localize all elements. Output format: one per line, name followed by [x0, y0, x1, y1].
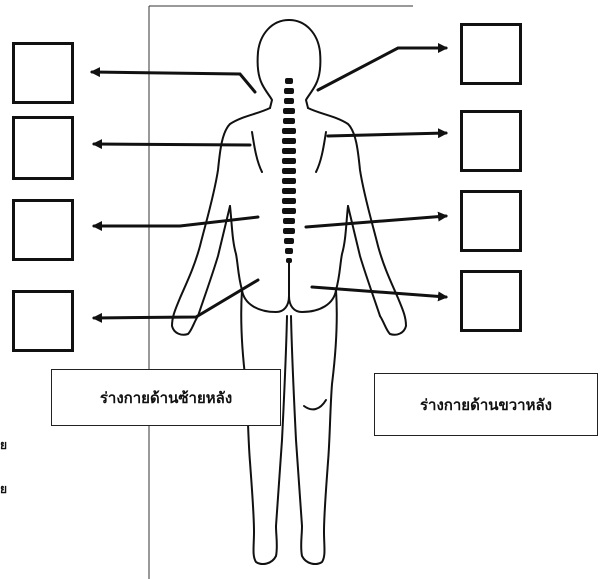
label-right-back: ร่างกายด้านขวาหลัง: [374, 373, 598, 436]
arrow-icon: [306, 216, 446, 227]
cut-off-text-1: ย: [0, 436, 7, 455]
spine-icon: [282, 78, 296, 263]
label-left-back: ร่างกายด้านซ้ายหลัง: [51, 369, 281, 426]
arrow-icon: [312, 287, 446, 297]
arrow-icon: [94, 144, 250, 145]
cut-off-text-2: ย: [0, 480, 7, 499]
arrow-icon: [94, 280, 258, 318]
arrow-icon: [328, 133, 446, 136]
arrow-icon: [92, 72, 255, 92]
arrow-icon: [94, 217, 258, 226]
arrow-icon: [318, 48, 446, 90]
